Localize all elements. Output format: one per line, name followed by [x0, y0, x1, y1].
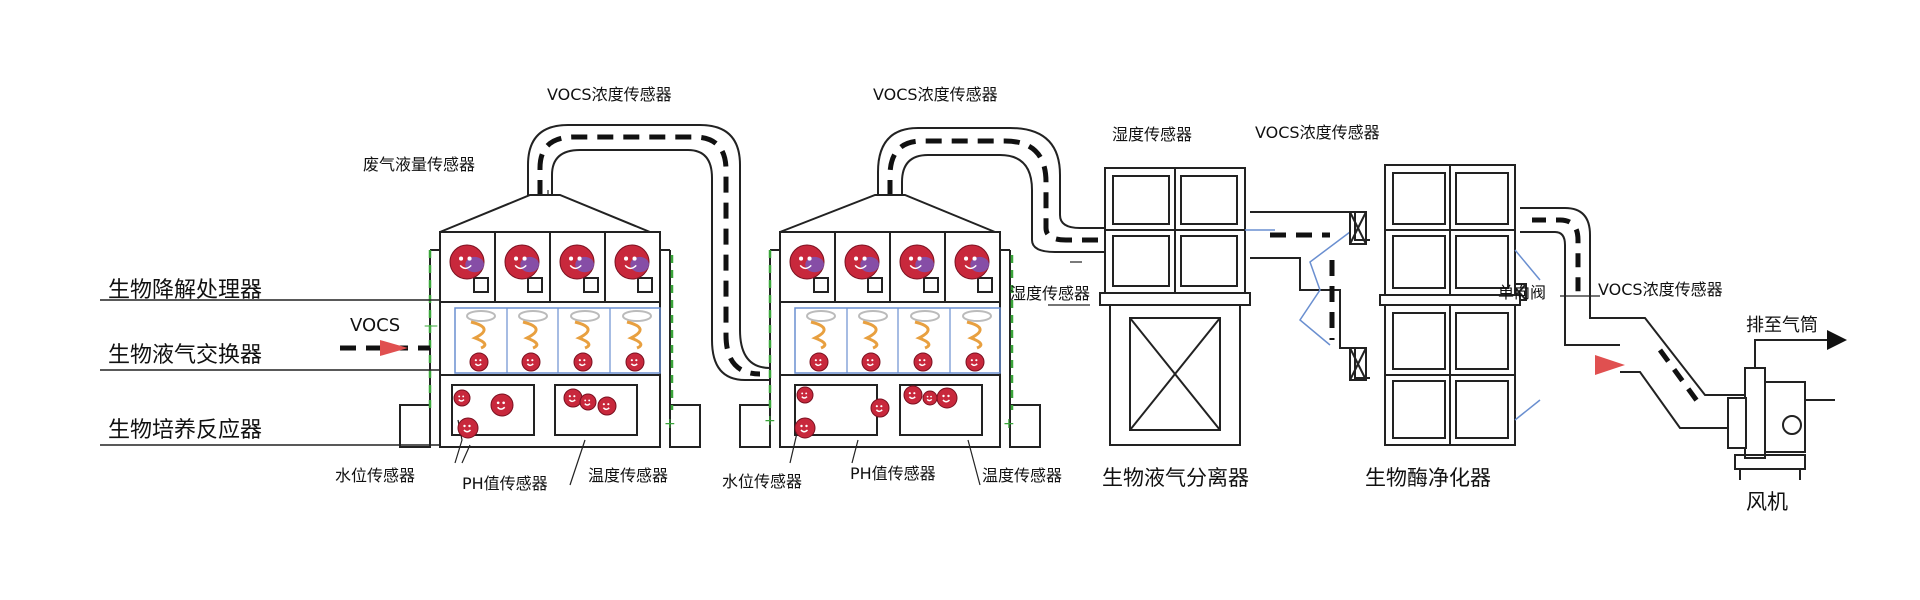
svg-text:—: —: [424, 318, 438, 334]
svg-text:+: +: [1003, 416, 1015, 432]
swirl-symbols: [466, 310, 992, 350]
bio-reactor-label: 生物培养反应器: [108, 418, 263, 443]
svg-text:+: +: [764, 413, 776, 429]
water-level-sensor-label-1: 水位传感器: [335, 466, 416, 485]
swirl-icon: [518, 310, 548, 350]
exhaust-label: 排至气筒: [1746, 315, 1818, 336]
microbe-icon: [625, 352, 645, 372]
microbe-icon: [504, 244, 540, 280]
duct-1: [527, 124, 771, 381]
vocs-inlet-duct: [340, 340, 430, 356]
swirl-icon: [570, 310, 600, 350]
microbe-icon: [469, 352, 489, 372]
fan-unit: [1727, 330, 1847, 480]
purifier-unit: [1245, 164, 1541, 446]
tower-1: [399, 194, 701, 448]
vocs-sensor-label-1: VOCS浓度传感器: [547, 85, 672, 104]
separator-label: 生物液气分离器: [1102, 466, 1249, 490]
svg-text:+: +: [664, 416, 676, 432]
microbe-icon: [844, 244, 880, 280]
vocs-sensor-label-4: VOCS浓度传感器: [1598, 280, 1723, 299]
microbe-icon: [563, 388, 583, 408]
microbe-icon: [936, 387, 958, 409]
microbe-icon: [922, 390, 938, 406]
water-level-sensor-label-2: 水位传感器: [722, 472, 803, 491]
vocs-sensor-label-2: VOCS浓度传感器: [873, 85, 998, 104]
microbe-icon: [573, 352, 593, 372]
swirl-icon: [910, 310, 940, 350]
microbe-icon: [453, 389, 471, 407]
microbe-icon: [521, 352, 541, 372]
bio-exchanger-label: 生物液气交换器: [108, 343, 263, 368]
fan-label: 风机: [1746, 490, 1788, 514]
duct-3: [1250, 211, 1370, 379]
microbe-icon: [861, 352, 881, 372]
microbe-icon: [789, 244, 825, 280]
microbe-icon: [870, 398, 890, 418]
swirl-icon: [962, 310, 992, 350]
swirl-icon: [858, 310, 888, 350]
waste-liquid-sensor-label: 废气液量传感器: [363, 155, 476, 174]
microbe-icon: [965, 352, 985, 372]
microbe-icon: [449, 244, 485, 280]
duct-4: [1520, 207, 1745, 429]
microbe-icon: [614, 244, 650, 280]
outlet-arrow: [1595, 355, 1625, 375]
tower-2: [739, 194, 1041, 448]
microbe-icon: [490, 393, 514, 417]
separator-unit: [1099, 167, 1251, 446]
temp-sensor-label-1: 温度传感器: [588, 466, 669, 485]
valve-1: [1349, 211, 1367, 245]
microbe-icon: [809, 352, 829, 372]
humidity-sensor-label-1: 湿度传感器: [1112, 125, 1193, 144]
microbe-icon: [954, 244, 990, 280]
microbe-icon: [796, 386, 814, 404]
swirl-icon: [806, 310, 836, 350]
microbe-icon: [794, 417, 816, 439]
swirl-icon: [622, 310, 652, 350]
left-leader-lines: [100, 299, 440, 446]
purifier-label: 生物酶净化器: [1365, 466, 1491, 490]
valve-2: [1349, 347, 1367, 381]
green-markers: — + + +: [424, 318, 1015, 432]
ph-sensor-label-2: PH值传感器: [850, 464, 936, 483]
microbe-icon: [899, 244, 935, 280]
microbe-cluster: [449, 244, 990, 439]
humidity-sensor-label-2: 湿度传感器: [1010, 284, 1091, 303]
microbe-icon: [597, 396, 617, 416]
duct-2: [877, 127, 1105, 253]
vocs-sensor-label-3: VOCS浓度传感器: [1255, 123, 1380, 142]
temp-sensor-label-2: 温度传感器: [982, 466, 1063, 485]
check-valve-label: 单向阀: [1498, 283, 1547, 302]
microbe-icon: [579, 393, 597, 411]
microbe-icon: [903, 385, 923, 405]
microbe-icon: [913, 352, 933, 372]
microbe-icon: [559, 244, 595, 280]
microbe-icon: [457, 417, 479, 439]
bio-degradation-label: 生物降解处理器: [108, 278, 263, 303]
swirl-icon: [466, 310, 496, 350]
ph-sensor-label-1: PH值传感器: [462, 474, 548, 493]
vocs-inlet-label: VOCS: [350, 315, 401, 336]
